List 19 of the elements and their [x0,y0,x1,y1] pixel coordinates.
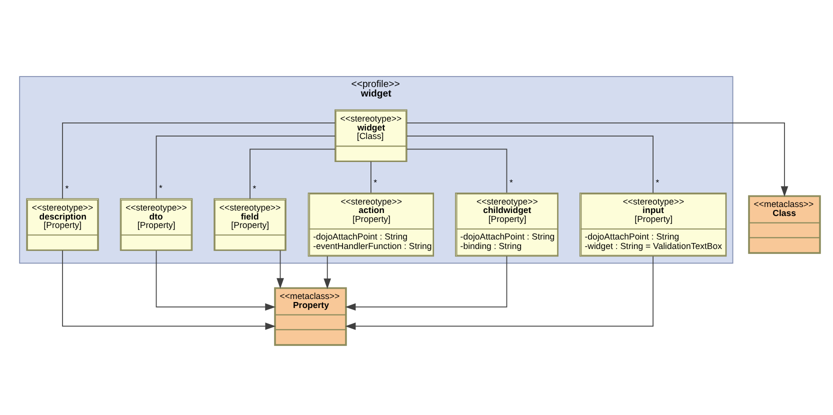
arrow [276,250,284,289]
arrow [156,250,276,311]
arrow [345,256,508,311]
arrow [345,256,654,330]
connector [62,122,336,200]
edge-label: * [252,183,256,194]
arrow [62,250,276,330]
connector [406,136,654,194]
edge-label: * [374,177,378,188]
connector [406,148,508,194]
edge-label: * [159,183,162,194]
connector [250,148,336,200]
arrow [406,122,788,197]
arrow [324,256,332,289]
edge-label: * [509,177,513,188]
edge-label: * [656,178,660,188]
connector [370,161,372,194]
edge-label: * [65,183,69,194]
connector [156,136,336,199]
